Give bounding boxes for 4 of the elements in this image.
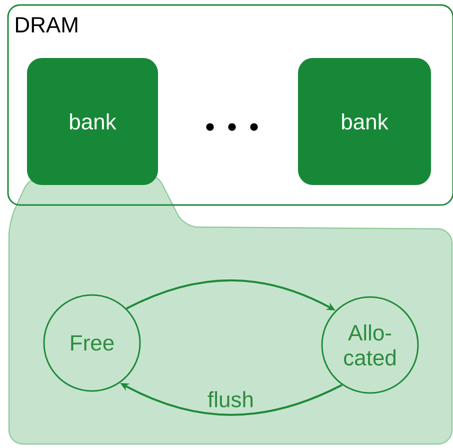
edge-label: flush — [208, 391, 253, 408]
bank-box: bank — [298, 58, 431, 185]
box-title: DRAM — [16, 17, 78, 32]
bank-box: bank — [27, 58, 158, 185]
